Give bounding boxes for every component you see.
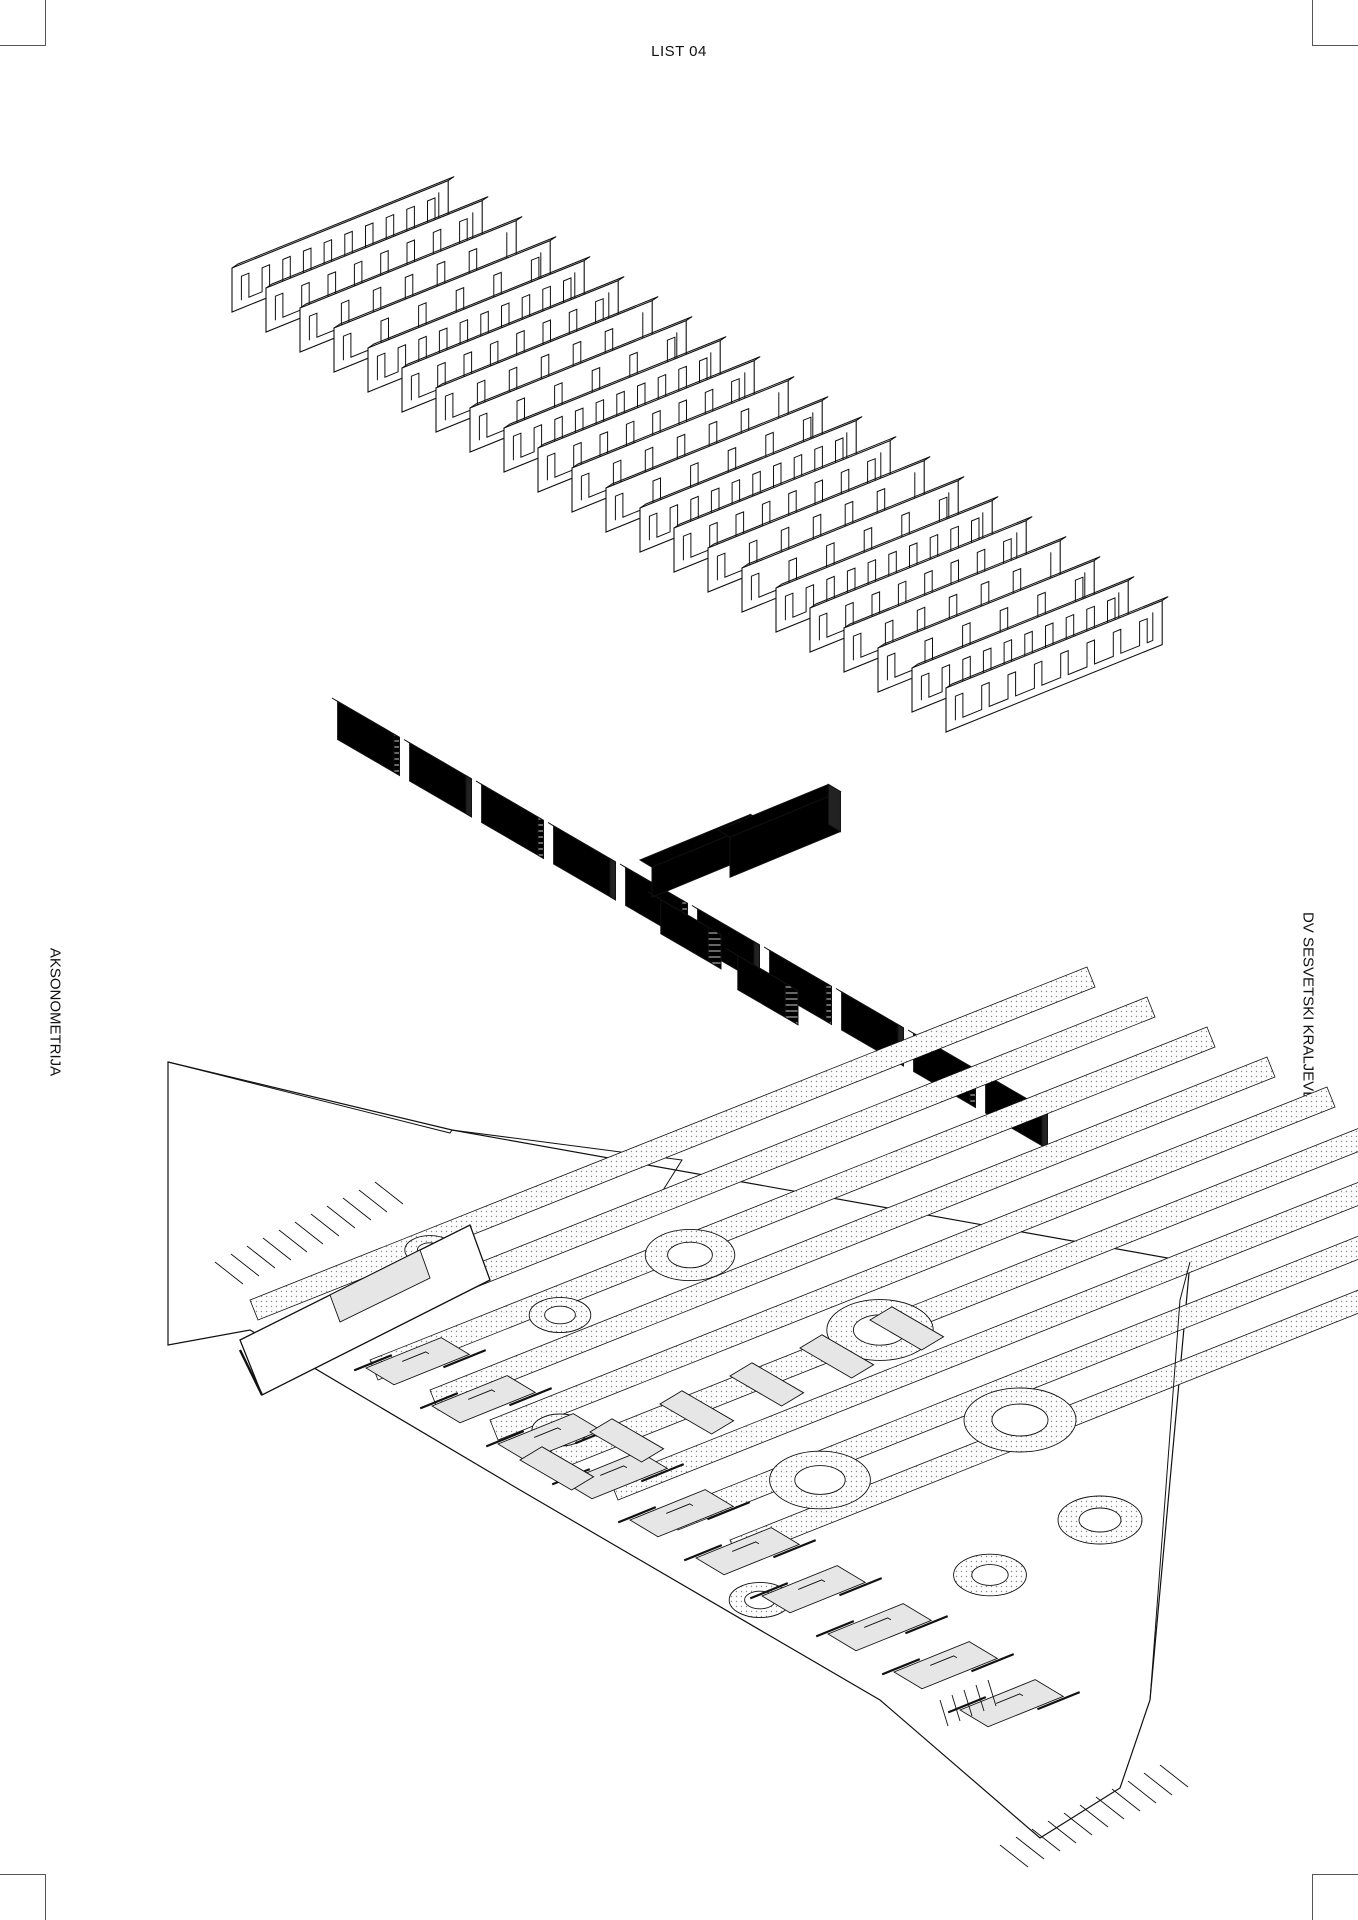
room-block: [881, 1641, 1015, 1690]
site-plan: [167, 966, 1358, 1868]
parking-stalls: [999, 1764, 1189, 1868]
massing-block: [716, 783, 842, 878]
landscape-strip: [489, 1086, 1336, 1441]
site-edge: [167, 1061, 683, 1196]
massing-block: [547, 822, 616, 901]
wall-slab: [435, 296, 659, 433]
courtyard-ring: [963, 1387, 1077, 1453]
room-block: [869, 1306, 945, 1351]
courtyard-ring: [769, 1450, 871, 1510]
wall-slab: [401, 276, 625, 413]
room-block: [659, 1390, 735, 1435]
crop-mark-top-right: [1312, 0, 1358, 46]
room-block: [947, 1679, 1081, 1728]
massing-block: [403, 739, 472, 818]
room-block: [419, 1375, 553, 1424]
room-block: [749, 1565, 883, 1614]
massing-block: [763, 946, 832, 1026]
massing-block: [475, 780, 544, 860]
room-block: [683, 1527, 817, 1576]
courtyard-ring: [953, 1553, 1027, 1597]
exploded-wall-layers: [231, 176, 1169, 733]
parking-stalls: [939, 1679, 997, 1727]
entrance-building: [238, 1224, 491, 1396]
crop-mark-bottom-right: [1312, 1874, 1358, 1920]
room-block: [519, 1446, 595, 1491]
massing-block: [331, 697, 400, 777]
site-edge: [1149, 1261, 1191, 1701]
parking-stalls: [214, 1181, 404, 1285]
room-block: [799, 1334, 875, 1379]
room-block: [353, 1337, 487, 1386]
courtyard-ring: [1057, 1495, 1143, 1545]
sheet-number: LIST 04: [651, 43, 707, 60]
wall-slab: [945, 596, 1169, 733]
room-block: [589, 1418, 665, 1463]
room-block: [729, 1362, 805, 1407]
room-block: [617, 1489, 751, 1538]
courtyard-ring: [528, 1296, 592, 1334]
room-block: [815, 1603, 949, 1652]
crop-mark-bottom-left: [0, 1874, 46, 1920]
courtyard-ring: [644, 1228, 736, 1282]
landscape-strip: [609, 1181, 1358, 1501]
massing-block: [647, 891, 722, 970]
crop-mark-top-left: [0, 0, 46, 46]
wall-slab: [741, 476, 965, 613]
massing-block: [724, 947, 799, 1026]
